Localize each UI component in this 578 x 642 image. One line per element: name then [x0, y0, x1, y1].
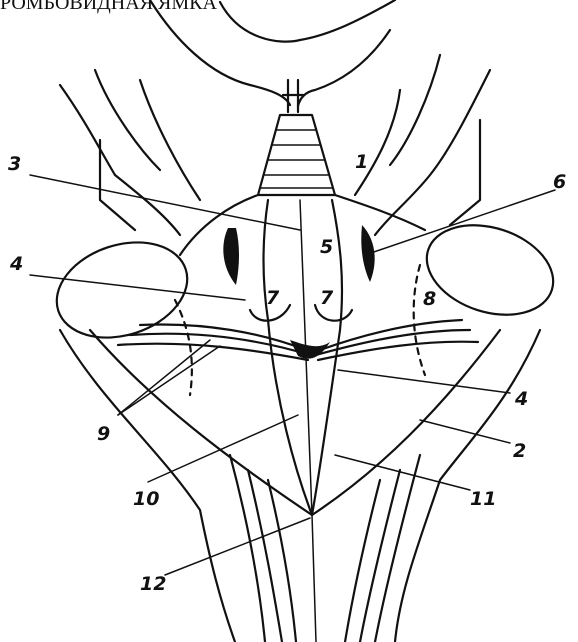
top-outline — [220, 0, 395, 42]
label-7-left: 7 — [266, 287, 280, 309]
outer-left-edge — [60, 330, 235, 642]
left-dark-blob — [223, 228, 239, 285]
right-peduncle-outer — [375, 70, 490, 235]
label-9: 9 — [97, 423, 110, 445]
label-11: 11 — [470, 488, 496, 510]
label-4-left: 4 — [9, 253, 23, 275]
fossa-upper-right — [335, 195, 425, 230]
striae-right-2 — [318, 342, 478, 360]
label-10: 10 — [133, 488, 159, 510]
right-peduncle-mid — [390, 55, 440, 165]
dashed-left — [175, 300, 192, 395]
midline-top-stub — [283, 80, 303, 112]
leader-9b — [118, 346, 220, 415]
label-2: 2 — [513, 440, 526, 462]
label-8: 8 — [423, 288, 436, 310]
striae-junction — [290, 340, 330, 359]
left-peduncle-inner — [140, 80, 200, 200]
dashed-right — [414, 265, 425, 375]
label-5: 5 — [320, 236, 333, 258]
fossa-upper-left — [180, 195, 258, 255]
leader-12 — [165, 518, 310, 575]
label-12: 12 — [140, 573, 166, 595]
left-peduncle-outer — [60, 85, 180, 235]
right-oval — [415, 210, 565, 330]
label-7-right: 7 — [320, 287, 334, 309]
leader-2 — [420, 420, 510, 443]
right-peduncle-inner — [355, 90, 400, 195]
label-4-right: 4 — [514, 388, 528, 410]
leader-6 — [365, 190, 555, 255]
left-peduncle-mid — [95, 70, 160, 170]
leader-10 — [148, 415, 298, 482]
fossa-lower-left — [90, 330, 312, 515]
lower-left-3 — [268, 480, 296, 642]
label-1: 1 — [355, 151, 368, 173]
lower-right-3 — [345, 480, 380, 642]
label-3: 3 — [8, 153, 21, 175]
leader-4-left — [30, 275, 245, 300]
hatched-triangle — [258, 115, 335, 195]
upper-right-lobe — [298, 30, 390, 106]
outer-right-edge — [395, 330, 540, 642]
upper-left-lobe — [150, 0, 290, 105]
leader-3 — [30, 175, 300, 230]
lower-left-1 — [230, 455, 265, 642]
left-top-box — [100, 140, 135, 230]
label-6: 6 — [553, 171, 566, 193]
median-sulcus — [300, 200, 316, 642]
